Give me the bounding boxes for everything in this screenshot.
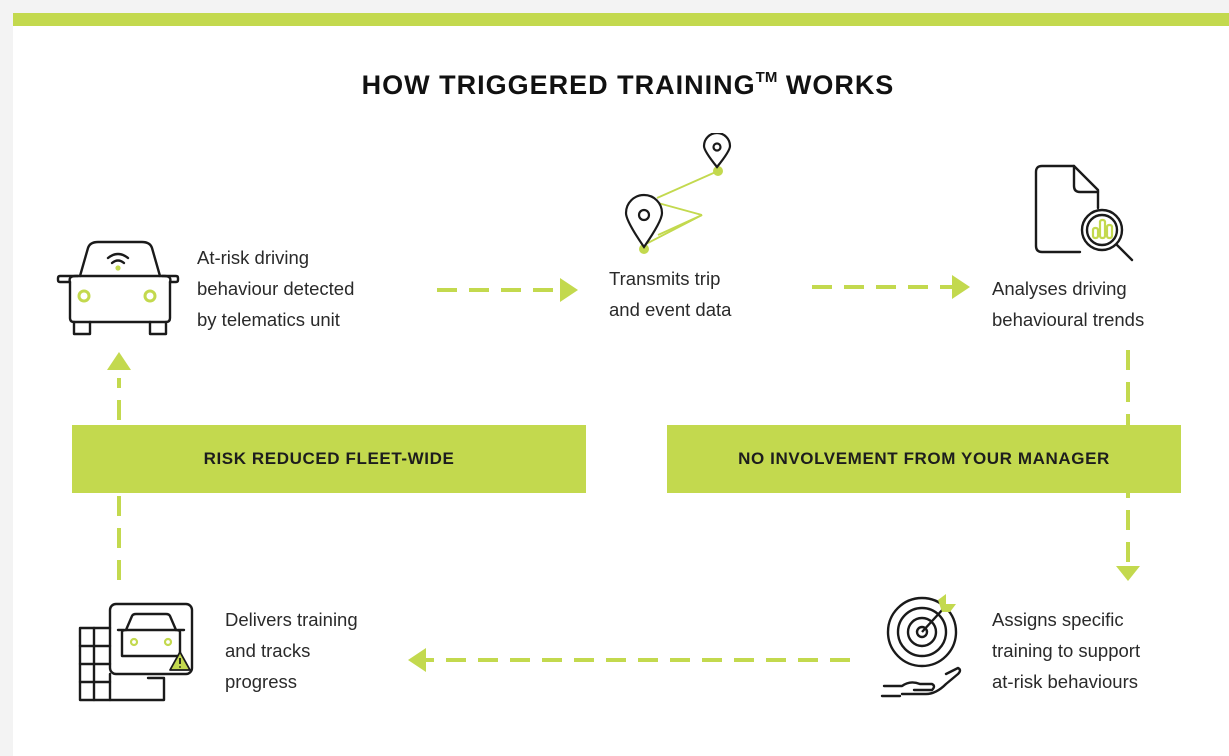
arrowhead-right-2 [952,275,970,299]
accent-strip [13,13,1229,26]
training-screen-icon [78,602,194,702]
step-analyse-text: Analyses driving behavioural trends [992,278,1145,330]
banner-risk-reduced-label: RISK REDUCED FLEET-WIDE [203,449,455,468]
title-text: HOW TRIGGERED TRAINING [361,70,756,100]
step-assign-text: Assigns specific training to support at-… [992,609,1141,692]
step-transmit-text: Transmits trip and event data [609,268,732,320]
map-pins-icon [624,133,732,254]
arrowhead-down [1116,566,1140,581]
step-detect-text: At-risk driving behaviour detected by te… [197,247,355,330]
banner-risk-reduced: RISK REDUCED FLEET-WIDE [72,425,586,493]
trademark-mark: TM [755,69,778,86]
document-magnifier-icon [1034,164,1134,262]
step-deliver-text: Delivers training and tracks progress [225,609,358,692]
diagram-card [13,26,1229,756]
title-suffix: WORKS [777,70,895,100]
target-hand-icon [880,594,962,698]
arrowhead-right-1 [560,278,578,302]
arrowhead-up [107,352,131,370]
banner-no-manager-label: NO INVOLVEMENT FROM YOUR MANAGER [738,449,1110,468]
top-margin [0,0,1229,13]
banner-no-manager: NO INVOLVEMENT FROM YOUR MANAGER [667,425,1181,493]
arrowhead-left [408,648,426,672]
car-wifi-icon [56,240,180,336]
page-title: HOW TRIGGERED TRAININGTM WORKS [0,69,1229,101]
